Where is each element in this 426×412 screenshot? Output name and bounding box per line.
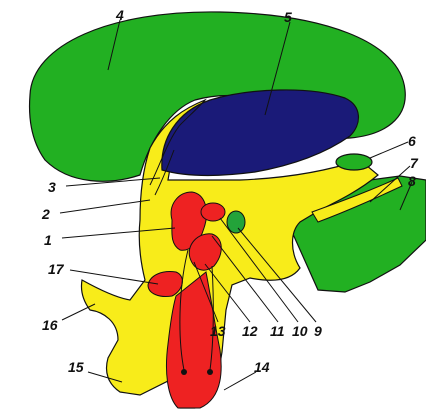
label-5: 5 <box>284 9 292 25</box>
label-11: 11 <box>270 323 285 339</box>
label-3: 3 <box>48 179 56 195</box>
leader-14 <box>224 372 256 390</box>
label-8: 8 <box>408 173 416 189</box>
label-7: 7 <box>410 155 419 171</box>
label-15: 15 <box>68 359 84 375</box>
tract-dot-a <box>181 369 187 375</box>
green-nucleus-small <box>227 211 245 233</box>
lateral-ventricle-blue <box>162 90 359 176</box>
leader-16 <box>62 304 95 320</box>
label-13: 13 <box>210 323 226 339</box>
label-1: 1 <box>44 232 52 248</box>
label-2: 2 <box>41 206 50 222</box>
label-10: 10 <box>292 323 308 339</box>
label-12: 12 <box>242 323 258 339</box>
label-9: 9 <box>314 323 322 339</box>
label-4: 4 <box>115 7 124 23</box>
leader-6 <box>370 142 408 158</box>
label-14: 14 <box>254 359 270 375</box>
red-nucleus-upper <box>201 203 225 221</box>
small-green-nucleus-6 <box>336 154 372 170</box>
label-17: 17 <box>48 261 65 277</box>
leader-2 <box>60 200 150 213</box>
tract-dot-b <box>207 369 213 375</box>
label-6: 6 <box>408 133 416 149</box>
label-16: 16 <box>42 317 58 333</box>
